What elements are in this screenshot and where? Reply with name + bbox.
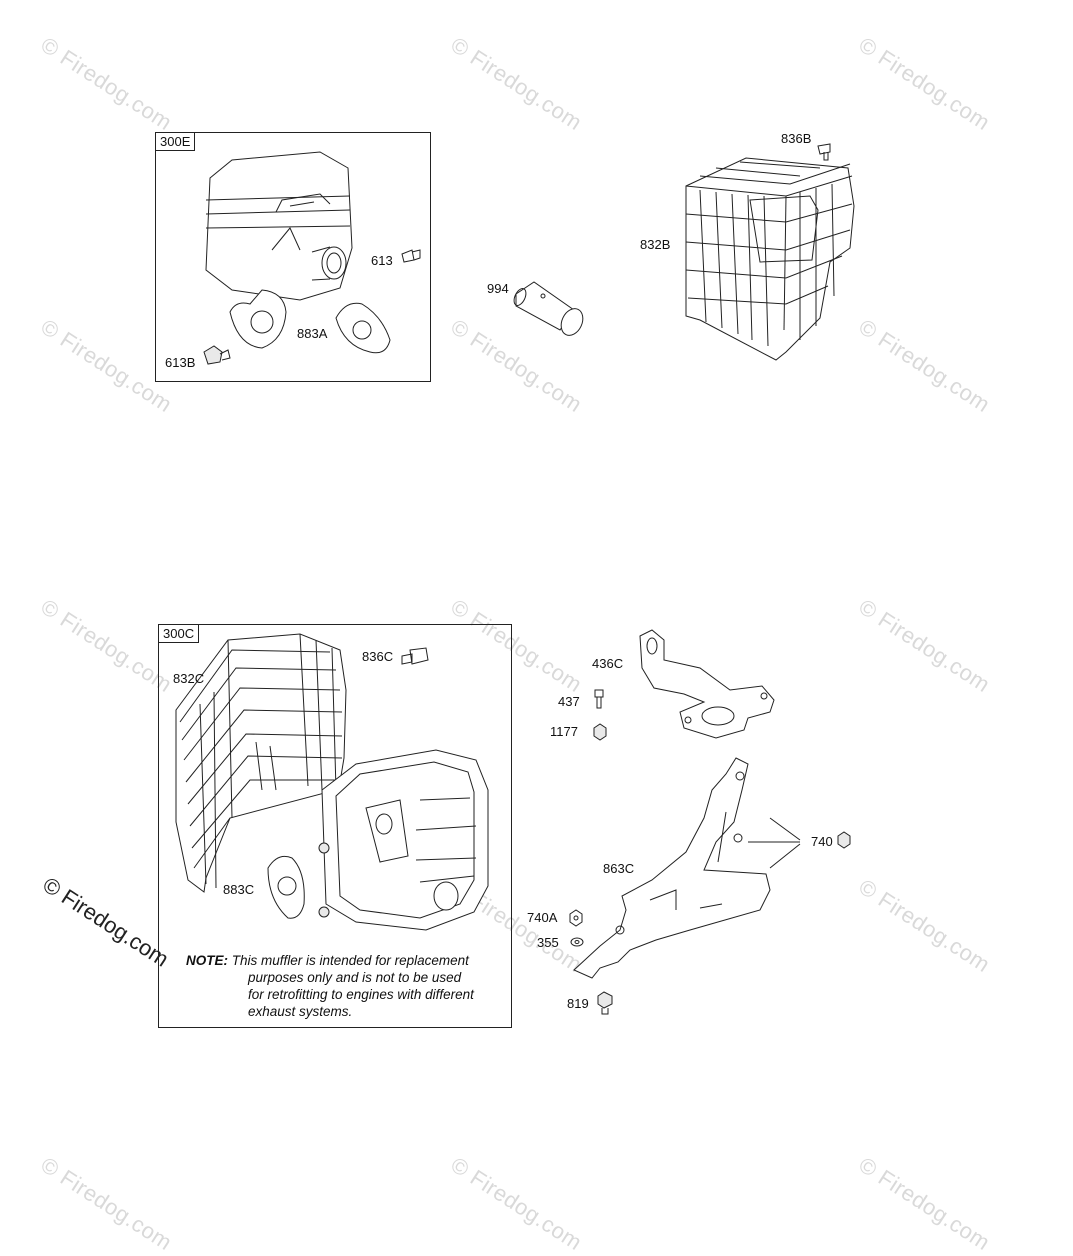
screw-icon (594, 689, 604, 709)
note-line-3: for retrofitting to engines with differe… (248, 987, 474, 1002)
screw-icon (401, 249, 421, 263)
parts-diagram (175, 143, 855, 1015)
part-label-832c: 832C (173, 671, 205, 686)
screw-icon (817, 143, 831, 161)
nut-icon (593, 723, 607, 741)
bracket-icon (573, 757, 801, 979)
part-label-836c: 836C (362, 649, 394, 664)
gasket-icon (229, 289, 287, 349)
note-line-4: exhaust systems. (248, 1004, 353, 1019)
part-label-832b: 832B (640, 237, 671, 252)
nut-icon (837, 831, 851, 849)
muffler-icon (205, 151, 353, 301)
screw-icon (401, 647, 429, 665)
part-label-863c: 863C (603, 861, 635, 876)
washer-icon (570, 937, 584, 947)
note-lead: NOTE: (186, 953, 228, 968)
part-label-883a: 883A (297, 326, 328, 341)
part-label-436c: 436C (592, 656, 624, 671)
kit-frame-bottom: 300C (158, 624, 512, 1028)
part-label-994: 994 (487, 281, 509, 296)
note-line-2: purposes only and is not to be used (248, 970, 462, 985)
gasket-icon (335, 302, 391, 354)
guard-cage-icon (685, 157, 855, 361)
nut-icon (569, 909, 583, 927)
muffler-icon (318, 749, 489, 931)
part-label-836b: 836B (781, 131, 812, 146)
note-line-1: This muffler is intended for replacement (231, 953, 469, 968)
part-label-613: 613 (371, 253, 393, 268)
gasket-icon (267, 855, 305, 919)
exhaust-pipe-icon (513, 281, 584, 336)
part-label-613b: 613B (165, 355, 196, 370)
part-label-883c: 883C (223, 882, 255, 897)
screw-icon (203, 345, 231, 365)
part-label-740: 740 (811, 834, 833, 849)
kit-tag: 300C (159, 625, 200, 643)
part-label-819: 819 (567, 996, 589, 1011)
part-label-1177: 1177 (550, 724, 578, 739)
part-label-740a: 740A (527, 910, 558, 925)
exhaust-pipe-icon (311, 246, 347, 281)
elbow-pipe-icon (639, 629, 775, 739)
replacement-note: NOTE: This muffler is intended for repla… (186, 952, 474, 1020)
part-label-437: 437 (558, 694, 580, 709)
kit-tag: 300E (156, 133, 196, 151)
kit-frame-top: 300E (155, 132, 431, 382)
part-label-355: 355 (537, 935, 559, 950)
screw-icon (597, 991, 613, 1015)
